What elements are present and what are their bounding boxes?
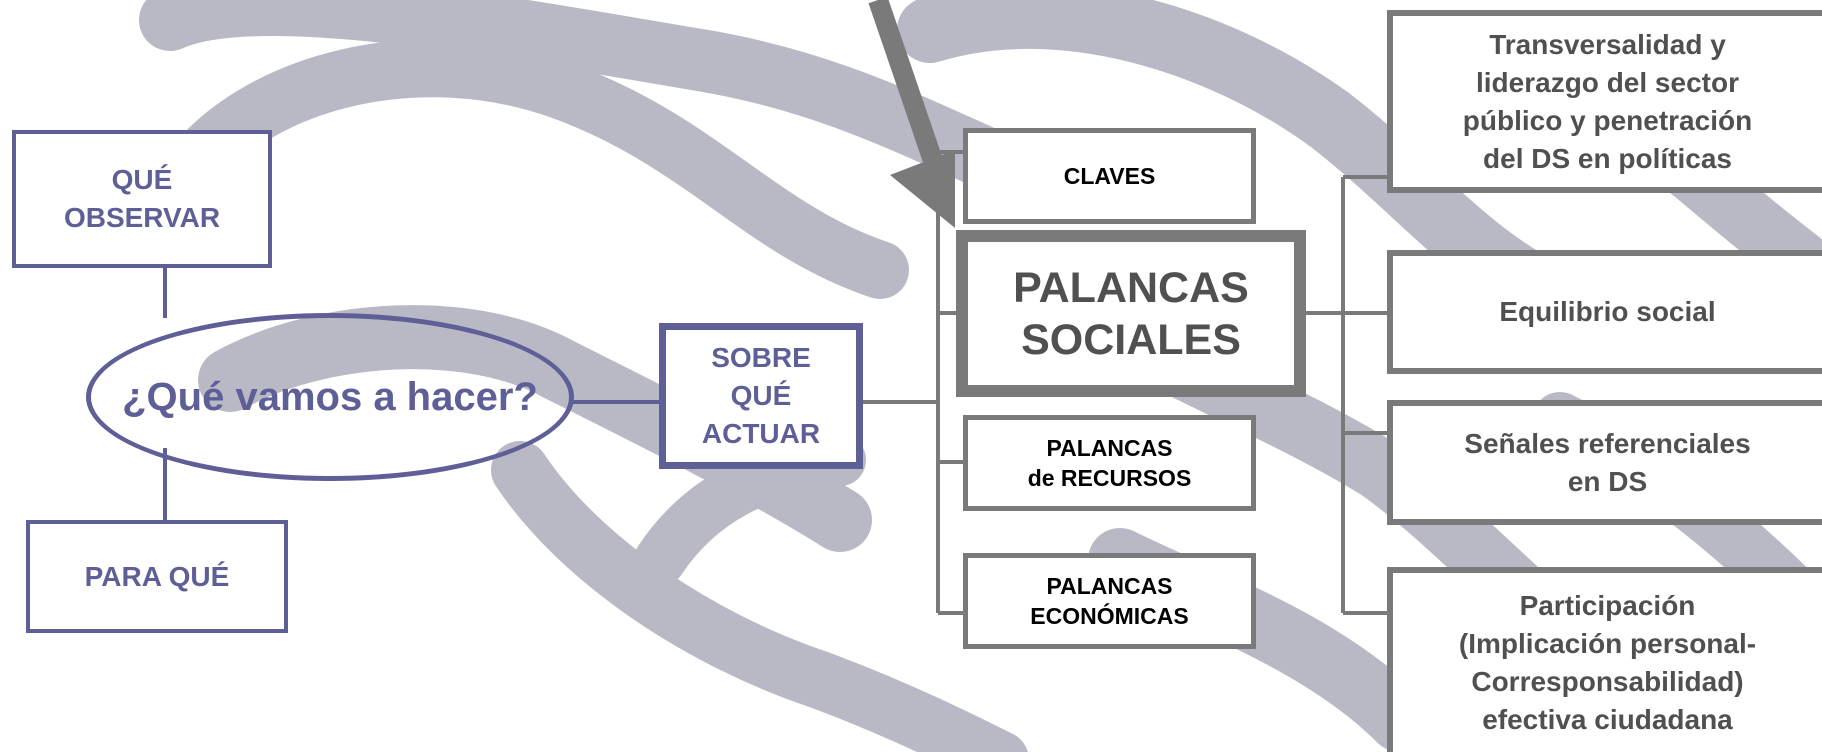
purpose-box: PARA QUÉ (26, 520, 288, 633)
palancas-economicas-box: PALANCAS ECONÓMICAS (963, 553, 1256, 649)
palancas-recursos-box: PALANCAS de RECURSOS (963, 415, 1256, 511)
act-box: SOBRE QUÉ ACTUAR (659, 323, 863, 469)
observe-box: QUÉ OBSERVAR (12, 130, 272, 268)
outcome-equilibrio-social: Equilibrio social (1387, 250, 1822, 374)
outcomes-bracket (1305, 175, 1390, 615)
outcome-senales-referenciales: Señales referenciales en DS (1387, 400, 1822, 525)
palancas-sociales-box: PALANCAS SOCIALES (956, 230, 1306, 397)
claves-box: CLAVES (963, 128, 1256, 224)
outcome-participacion: Participación (Implicación personal- Cor… (1387, 567, 1822, 752)
left-connectors (163, 266, 660, 523)
question-oval: ¿Qué vamos a hacer? (86, 313, 574, 481)
outcome-transversalidad: Transversalidad y liderazgo del sector p… (1387, 10, 1822, 193)
levers-bracket (860, 150, 965, 615)
pointer-arrow (868, 0, 955, 228)
